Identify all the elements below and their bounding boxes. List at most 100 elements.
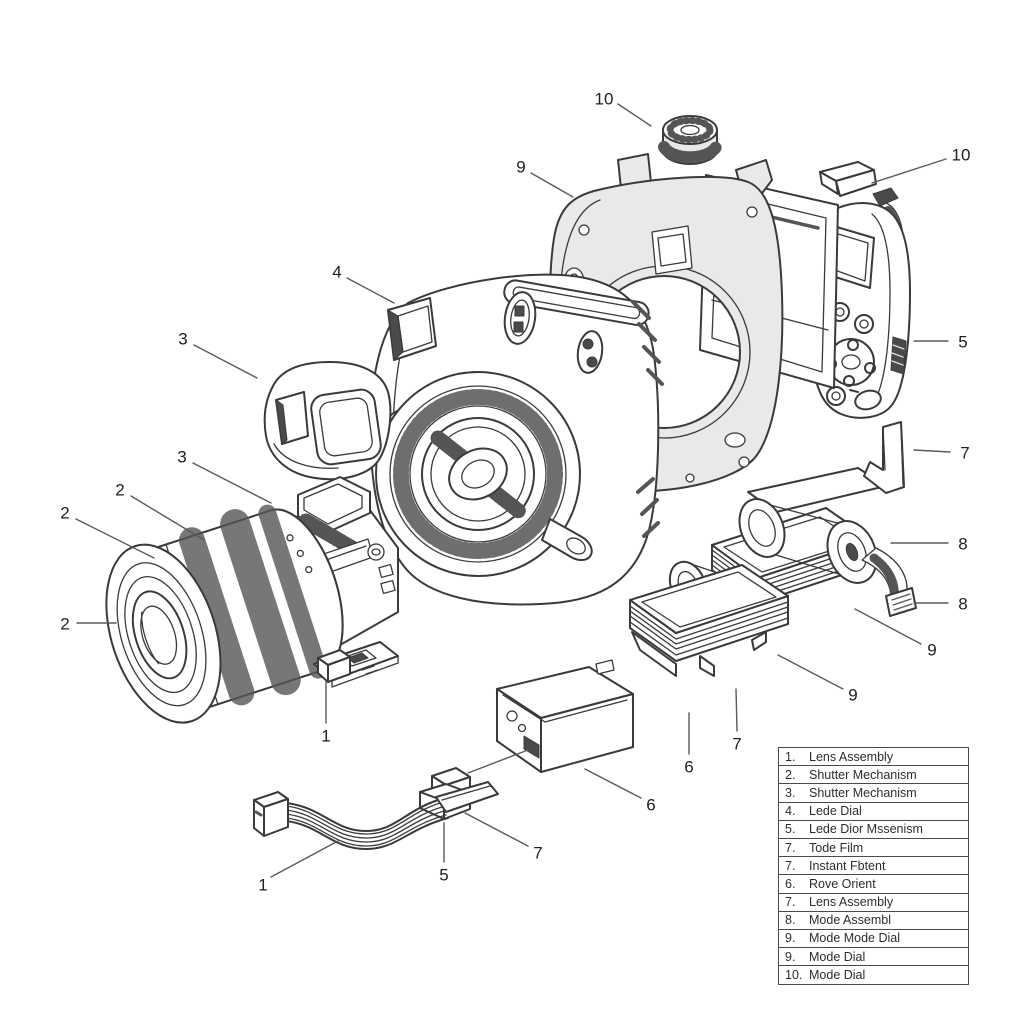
callout-leader-line [777, 654, 844, 690]
legend-row-label: Lede Dior Mssenism [809, 822, 923, 837]
legend-row-number: 7. [785, 895, 796, 910]
legend-row-number: 5. [785, 822, 796, 837]
callout-number: 1 [258, 876, 267, 895]
legend-row-label: Shutter Mechanism [809, 785, 917, 800]
battery-part [496, 659, 634, 773]
back-button [854, 389, 882, 411]
callout-number: 3 [177, 448, 186, 467]
legend-row: 7. Tode Film [779, 839, 968, 858]
callout-leader-line [192, 462, 272, 504]
legend-row-number: 6. [785, 876, 796, 891]
legend-row: 8. Mode Assembl [779, 912, 968, 930]
back-button [854, 314, 874, 334]
barrel-knob [541, 518, 593, 561]
legend-row-number: 1. [785, 749, 796, 764]
callout-number: 5 [958, 333, 967, 352]
callout-leader-line [130, 495, 205, 541]
callout-number: 8 [958, 535, 967, 554]
callout-leader-line [854, 608, 922, 645]
legend-row: 9. Mode Mode Dial [779, 930, 968, 949]
frame-window [651, 225, 693, 275]
legend-row: 1. Lens Assembly [779, 748, 968, 767]
legend-row-number: 7. [785, 858, 796, 873]
legend-row: 5. Lede Dior Mssenism [779, 821, 968, 839]
shutter-button-part [819, 161, 877, 197]
legend-row: 7. Lens Assembly [779, 894, 968, 912]
legend-row-label: Mode Mode Dial [809, 931, 901, 946]
callout-number: 7 [533, 844, 542, 863]
callout-leader-line [75, 518, 155, 559]
callout-leader-line [584, 768, 642, 799]
callout-number: 7 [960, 444, 969, 463]
legend-row-label: Lens Assembly [809, 749, 894, 764]
callout-number: 9 [927, 641, 936, 660]
legend-row-label: Rove Orient [809, 876, 876, 891]
callout-number: 2 [60, 504, 69, 523]
l-bracket-part [863, 421, 905, 494]
callout-leader-line [735, 688, 738, 732]
battery-contact [517, 723, 527, 733]
pcb-part [313, 641, 399, 688]
legend-row-label: Mode Dial [809, 949, 866, 964]
callout-number: 9 [848, 686, 857, 705]
legend-row-number: 3. [785, 785, 796, 800]
callout-number: 7 [732, 735, 741, 754]
film-pack-part [629, 560, 789, 677]
legend-row-label: Tode Film [809, 840, 864, 855]
legend-row-number: 7. [785, 840, 796, 855]
legend-row-label: Mode Assembl [809, 913, 891, 928]
film-stack-lower [629, 564, 789, 677]
callout-layer: 10 10 9 4 3 5 3 2 2 7 8 2 8 9 9 1 7 6 6 7 5 1 [60, 90, 970, 895]
legend-row: 9. Mode Dial [779, 948, 968, 967]
legend-row: 2. Shutter Mechanism [779, 766, 968, 785]
battery-port [523, 735, 540, 759]
callout-number: 2 [115, 481, 124, 500]
legend-row-number: 4. [785, 804, 796, 819]
viewfinder-unit-part [263, 361, 392, 481]
legend-row: 3. Shutter Mechanism [779, 784, 968, 803]
legend-row-number: 8. [785, 913, 796, 928]
legend-row-label: Shutter Mechanism [809, 767, 917, 782]
lens-assembly-part [105, 504, 344, 724]
callout-leader-line [464, 812, 529, 847]
legend-row: 4. Lede Dial [779, 803, 968, 821]
callout-leader-line [270, 840, 339, 878]
legend-row-label: Lede Dial [809, 804, 862, 819]
legend-row-number: 2. [785, 767, 796, 782]
legend-row-number: 10. [785, 968, 803, 983]
legend-row-label: Lens Assembly [809, 895, 894, 910]
callout-leader-line [913, 449, 951, 453]
battery-contact [506, 710, 518, 722]
vf-lens-opening [310, 388, 382, 466]
callout-number: 9 [516, 158, 525, 177]
callout-leader-line [617, 103, 652, 127]
callout-number: 3 [178, 330, 187, 349]
ribbon-end-connector [435, 781, 499, 813]
legend-row-number: 9. [785, 931, 796, 946]
legend-row: 6. Rove Orient [779, 875, 968, 894]
front-lens-barrel [375, 371, 581, 577]
callout-number: 2 [60, 615, 69, 634]
legend-row-number: 9. [785, 949, 796, 964]
callout-leader-line [193, 344, 258, 379]
back-button [826, 386, 846, 406]
callout-number: 5 [439, 866, 448, 885]
callout-number: 10 [952, 146, 971, 165]
callout-number: 6 [646, 796, 655, 815]
callout-number: 1 [321, 727, 330, 746]
callout-leader-line [346, 277, 395, 304]
callout-number: 8 [958, 595, 967, 614]
legend-row-label: Instant Fbtent [809, 858, 886, 873]
legend-row: 10. Mode Dial [779, 966, 968, 984]
callout-number: 6 [684, 758, 693, 777]
legend-row-label: Mode Dial [809, 968, 866, 983]
front-body-part [369, 273, 664, 606]
callout-number: 4 [332, 263, 341, 282]
legend-table: 1. Lens Assembly 2. Shutter Mechanism 3.… [778, 747, 969, 986]
legend-row: 7. Instant Fbtent [779, 857, 968, 876]
callout-number: 10 [595, 90, 614, 109]
mode-dial-part [658, 115, 722, 165]
callout-leader-line [530, 172, 574, 198]
